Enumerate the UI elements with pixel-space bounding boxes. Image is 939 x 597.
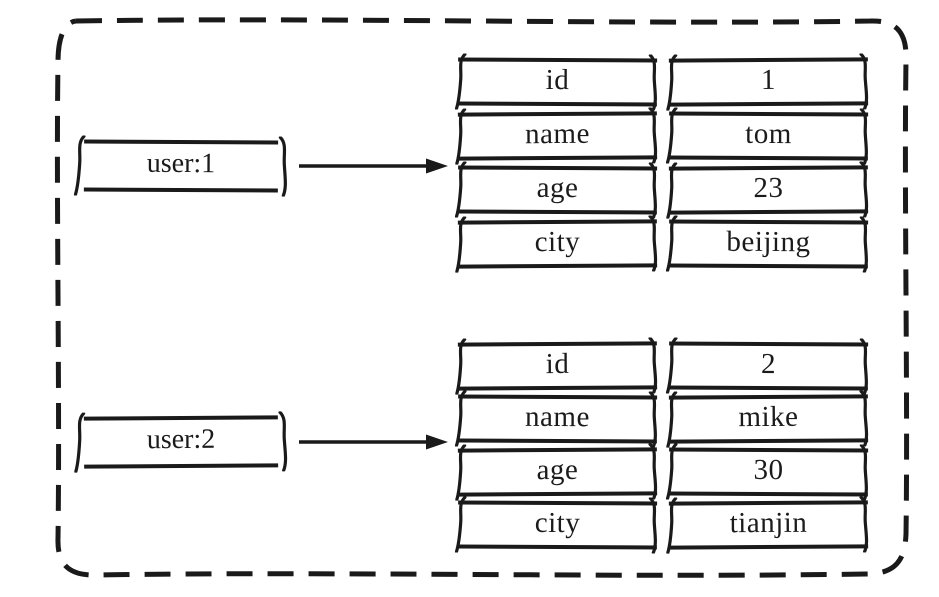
hash-value-cell: tianjin [669,500,869,549]
hash-value-cell: 1 [669,57,869,106]
hash-value-cell: beijing [669,219,869,268]
right-brace-icon [647,443,660,499]
left-brace-icon [455,339,468,395]
right-brace-icon [647,391,660,447]
left-brace-icon [666,443,679,499]
right-brace-icon [858,161,871,217]
arrow-user1-head [426,158,448,174]
field-name: name [524,117,590,150]
field-name: city [534,225,581,258]
right-brace-icon [647,54,660,110]
left-brace-icon [455,161,468,217]
right-brace-icon [647,215,660,271]
hash-field-cell: name [458,111,658,160]
field-name: name [525,400,591,433]
hash-value-cell: 30 [669,447,869,496]
left-brace-icon [666,107,679,163]
field-name: id [545,347,570,380]
hash-value-cell: mike [669,394,869,443]
left-brace-icon [455,53,468,109]
left-brace-icon [455,496,468,552]
hash-field-cell: city [458,219,658,268]
right-brace-icon [647,107,660,163]
right-brace-icon [858,496,871,552]
right-brace-icon [647,162,660,218]
left-brace-icon [666,55,679,111]
right-brace-icon [858,216,871,272]
left-brace-icon [74,413,87,473]
key-label: user:2 [146,423,216,456]
hash-field-cell: age [458,447,658,496]
key-box-user-1: user:1 [84,139,278,192]
left-brace-icon [666,337,679,393]
field-value: beijing [726,225,811,258]
hash-value-cell: 23 [669,165,869,214]
field-name: age [536,453,579,486]
field-name: city [534,506,581,539]
right-brace-icon [858,108,871,164]
left-brace-icon [666,163,679,219]
left-brace-icon [666,392,679,448]
field-value: 2 [760,347,777,380]
field-value: 23 [753,171,784,204]
hash-field-cell: id [458,57,658,106]
field-value: 30 [753,453,784,486]
field-value: 1 [760,63,777,96]
right-brace-icon [277,411,290,471]
arrow-user2-head [426,434,448,450]
right-brace-icon [858,390,871,446]
left-brace-icon [455,217,468,273]
left-brace-icon [455,445,468,501]
left-brace-icon [666,498,679,554]
right-brace-icon [647,497,660,553]
hash-value-cell: tom [669,111,869,160]
field-name: age [536,171,579,204]
hash-field-cell: city [458,500,658,549]
right-brace-icon [858,444,871,500]
field-value: mike [738,400,799,433]
field-value: tianjin [729,506,808,539]
left-brace-icon [455,109,468,165]
field-name: id [545,63,570,96]
right-brace-icon [647,337,660,393]
field-value: tom [745,117,792,150]
hash-value-cell: 2 [669,341,869,390]
left-brace-icon [74,135,87,195]
key-label: user:1 [146,147,216,180]
hash-field-cell: age [458,165,658,214]
right-brace-icon [858,53,871,109]
hash-field-cell: id [458,341,658,390]
left-brace-icon [455,390,468,446]
right-brace-icon [858,338,871,394]
left-brace-icon [666,215,679,271]
right-brace-icon [277,137,290,197]
hash-field-cell: name [458,394,658,443]
key-box-user-2: user:2 [84,415,278,468]
